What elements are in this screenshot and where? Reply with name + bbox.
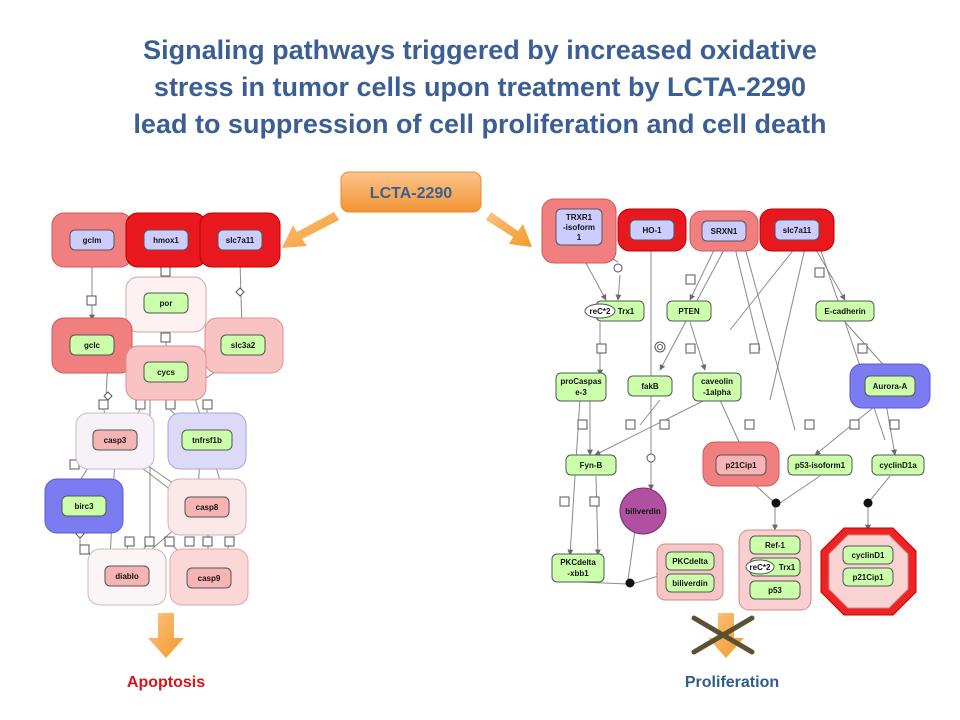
svg-text:1: 1 xyxy=(577,233,582,242)
apoptosis-label: Apoptosis xyxy=(127,674,205,691)
svg-text:gclc: gclc xyxy=(84,341,101,350)
svg-text:p53-isoform1: p53-isoform1 xyxy=(795,461,846,470)
gene-ho1: HO-1 xyxy=(629,219,675,241)
gene-diablo: diablo xyxy=(104,565,150,587)
gene-caveolin: caveolin -1alpha xyxy=(692,372,742,402)
svg-text:biliverdin: biliverdin xyxy=(672,579,708,588)
svg-text:HO-1: HO-1 xyxy=(642,226,662,235)
svg-text:-1alpha: -1alpha xyxy=(703,388,732,397)
svg-text:Fyn-B: Fyn-B xyxy=(580,461,603,470)
svg-text:reC*2: reC*2 xyxy=(750,563,771,572)
svg-text:p53: p53 xyxy=(768,586,782,595)
gene-p53-isoform1: p53-isoform1 xyxy=(787,454,853,476)
right-drug-arrow xyxy=(486,212,532,247)
svg-text:SRXN1: SRXN1 xyxy=(711,227,738,236)
gene-casp3: casp3 xyxy=(92,429,138,451)
svg-text:hmox1: hmox1 xyxy=(153,236,179,245)
gene-trx1: Trx1 reC*2 xyxy=(584,300,645,322)
gene-slc3a2: slc3a2 xyxy=(220,334,266,356)
apoptosis-arrow xyxy=(148,613,184,658)
right-junctions xyxy=(625,498,873,588)
svg-text:-xbb1: -xbb1 xyxy=(567,569,589,578)
gene-ref1: Ref-1 xyxy=(749,535,801,555)
svg-text:PKCdelta: PKCdelta xyxy=(672,557,708,566)
svg-text:Ref-1: Ref-1 xyxy=(765,541,786,550)
gene-aurora-a: Aurora-A xyxy=(864,375,916,397)
gene-slc7a11-right: slc7a11 xyxy=(774,219,820,241)
svg-text:diablo: diablo xyxy=(115,572,139,581)
svg-text:casp9: casp9 xyxy=(198,574,221,583)
gene-procaspase3: proCaspas e-3 xyxy=(555,372,607,402)
svg-text:slc3a2: slc3a2 xyxy=(231,341,256,350)
svg-text:TRXR1: TRXR1 xyxy=(566,213,593,222)
svg-text:p21Cip1: p21Cip1 xyxy=(725,461,757,470)
svg-text:biliverdin: biliverdin xyxy=(625,507,661,516)
gene-p21cip1-complex: p21Cip1 xyxy=(842,567,894,587)
gene-p53: p53 xyxy=(749,580,801,600)
svg-text:casp3: casp3 xyxy=(104,436,127,445)
gene-trx1-complex: Trx1 reC*2 xyxy=(745,557,801,577)
svg-text:reC*2: reC*2 xyxy=(590,307,611,316)
gene-srxn1: SRXN1 xyxy=(701,220,747,242)
svg-text:e-3: e-3 xyxy=(575,388,587,397)
svg-text:Trx1: Trx1 xyxy=(618,307,635,316)
svg-text:Aurora-A: Aurora-A xyxy=(873,382,908,391)
svg-text:casp8: casp8 xyxy=(196,503,219,512)
gene-slc7a11-left: slc7a11 xyxy=(217,229,263,251)
gene-fynb: Fyn-B xyxy=(565,454,617,476)
gene-casp8: casp8 xyxy=(184,496,230,518)
svg-text:PTEN: PTEN xyxy=(678,307,700,316)
gene-casp9: casp9 xyxy=(186,567,232,589)
svg-text:fakB: fakB xyxy=(641,382,659,391)
gene-trxr1: TRXR1 -isoform 1 xyxy=(555,208,603,246)
gene-pkcdelta: PKCdelta xyxy=(665,551,715,571)
svg-text:proCaspas: proCaspas xyxy=(560,377,602,386)
gene-fakb: fakB xyxy=(627,375,673,397)
left-pathway: gclm hmox1 slc7a11 por gclc slc3a2 cycs xyxy=(44,212,284,691)
gene-pten: PTEN xyxy=(666,300,712,322)
block-cross-icon xyxy=(691,615,755,655)
svg-text:birc3: birc3 xyxy=(74,502,94,511)
gene-biliverdin-complex: biliverdin xyxy=(665,573,715,593)
title-line-1: Signaling pathways triggered by increase… xyxy=(143,35,817,65)
svg-text:caveolin: caveolin xyxy=(701,377,733,386)
drug-label: LCTA-2290 xyxy=(370,185,452,202)
gene-cyclind1: cyclinD1 xyxy=(842,545,894,565)
svg-text:Trx1: Trx1 xyxy=(779,563,796,572)
right-reaction-nodes xyxy=(559,263,900,507)
svg-text:tnfrsf1b: tnfrsf1b xyxy=(192,436,222,445)
left-drug-arrow xyxy=(282,212,339,248)
gene-gclc: gclc xyxy=(69,334,115,356)
svg-text:gclm: gclm xyxy=(83,236,102,245)
svg-text:-isoform: -isoform xyxy=(563,223,595,232)
gene-gclm: gclm xyxy=(69,229,115,251)
gene-p21cip1: p21Cip1 xyxy=(715,454,767,476)
svg-text:cycs: cycs xyxy=(157,368,175,377)
svg-text:PKCdelta: PKCdelta xyxy=(560,558,596,567)
gene-birc3: birc3 xyxy=(61,495,107,517)
svg-text:slc7a11: slc7a11 xyxy=(783,226,812,235)
gene-ecadherin: E-cadherin xyxy=(815,300,875,322)
svg-text:p21Cip1: p21Cip1 xyxy=(852,573,884,582)
gene-cyclind1a: cyclinD1a xyxy=(871,454,925,476)
drug-box: LCTA-2290 xyxy=(340,171,482,213)
gene-cycs: cycs xyxy=(143,361,189,383)
page-title: Signaling pathways triggered by increase… xyxy=(0,32,960,143)
gene-hmox1: hmox1 xyxy=(143,229,189,251)
gene-pkcdelta-xbb1: PKCdelta -xbb1 xyxy=(551,553,605,583)
svg-text:E-cadherin: E-cadherin xyxy=(824,307,865,316)
svg-text:slc7a11: slc7a11 xyxy=(226,236,255,245)
left-reaction-nodes xyxy=(69,254,245,555)
svg-text:cyclinD1a: cyclinD1a xyxy=(879,461,917,470)
title-line-2: stress in tumor cells upon treatment by … xyxy=(153,72,807,102)
gene-tnfrsf1b: tnfrsf1b xyxy=(181,429,233,451)
title-line-3: lead to suppression of cell proliferatio… xyxy=(133,109,827,139)
proliferation-label: Proliferation xyxy=(685,674,779,691)
gene-por: por xyxy=(143,292,189,314)
svg-text:por: por xyxy=(160,299,173,308)
biliverdin-node xyxy=(619,487,667,535)
right-pathway: biliverdin TRXR1 -isoform 1 HO-1 SRXN1 s… xyxy=(541,198,931,691)
svg-text:cyclinD1: cyclinD1 xyxy=(852,551,885,560)
